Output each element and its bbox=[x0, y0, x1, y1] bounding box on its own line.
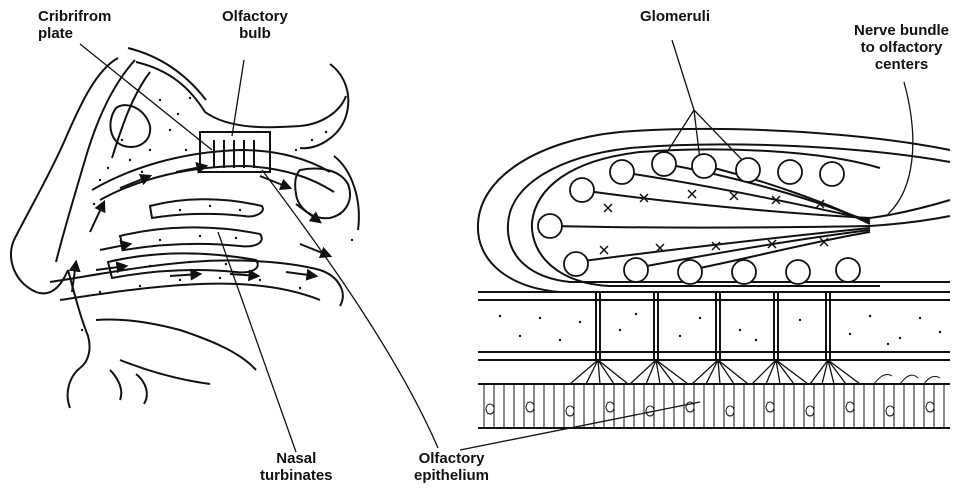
nerve-bundle bbox=[870, 200, 950, 218]
lip bbox=[68, 270, 90, 408]
pointer-nerve-bundle bbox=[888, 82, 913, 214]
mitral-cells bbox=[600, 190, 828, 254]
glomerulus bbox=[778, 160, 802, 184]
glomerulus bbox=[692, 154, 716, 178]
glomerulus bbox=[836, 258, 860, 282]
label-glomeruli: Glomeruli bbox=[640, 8, 710, 25]
glomerulus bbox=[786, 260, 810, 284]
glomerulus bbox=[820, 162, 844, 186]
label-olfactory-bulb: Olfactory bulb bbox=[222, 8, 288, 42]
label-glomeruli-line1: Glomeruli bbox=[640, 8, 710, 25]
glomerulus bbox=[736, 158, 760, 182]
skull-cap bbox=[136, 62, 346, 127]
label-olfactory-epithelium: Olfactory epithelium bbox=[414, 450, 489, 484]
pointer-epithelium-left bbox=[262, 170, 438, 448]
label-nerve-bundle: Nerve bundle to olfactory centers bbox=[854, 22, 949, 73]
label-cribriform-line2: plate bbox=[38, 25, 111, 42]
glomerulus bbox=[732, 260, 756, 284]
superior-turbinate bbox=[150, 199, 263, 218]
pointer-cribriform bbox=[80, 44, 212, 150]
label-nasal-turbinates: Nasal turbinates bbox=[260, 450, 333, 484]
label-olfactory-bulb-line2: bulb bbox=[222, 25, 288, 42]
glomerulus bbox=[564, 252, 588, 276]
label-nasal-turbinates-line1: Nasal bbox=[260, 450, 333, 467]
label-nerve-bundle-line3: centers bbox=[854, 56, 949, 73]
glomerulus bbox=[624, 258, 648, 282]
label-cribriform-plate: Cribrifrom plate bbox=[38, 8, 111, 42]
label-olfactory-epithelium-line2: epithelium bbox=[414, 467, 489, 484]
label-nerve-bundle-line2: to olfactory bbox=[854, 39, 949, 56]
receptor-cells bbox=[484, 374, 944, 428]
glomerulus bbox=[570, 178, 594, 202]
frontal-sinus bbox=[110, 105, 150, 147]
label-olfactory-bulb-line1: Olfactory bbox=[222, 8, 288, 25]
nose-profile bbox=[11, 58, 118, 293]
label-olfactory-epithelium-line1: Olfactory bbox=[414, 450, 489, 467]
middle-turbinate bbox=[120, 227, 262, 250]
glomerulus bbox=[678, 260, 702, 284]
glomerulus bbox=[652, 152, 676, 176]
bulb-outer bbox=[478, 129, 950, 292]
label-nasal-turbinates-line2: turbinates bbox=[260, 467, 333, 484]
glomerulus bbox=[538, 214, 562, 238]
glomerulus bbox=[610, 160, 634, 184]
label-cribriform-line1: Cribrifrom bbox=[38, 8, 111, 25]
nasal-cavity-illustration bbox=[11, 44, 438, 452]
glomeruli bbox=[538, 152, 860, 284]
label-nerve-bundle-line1: Nerve bundle bbox=[854, 22, 949, 39]
